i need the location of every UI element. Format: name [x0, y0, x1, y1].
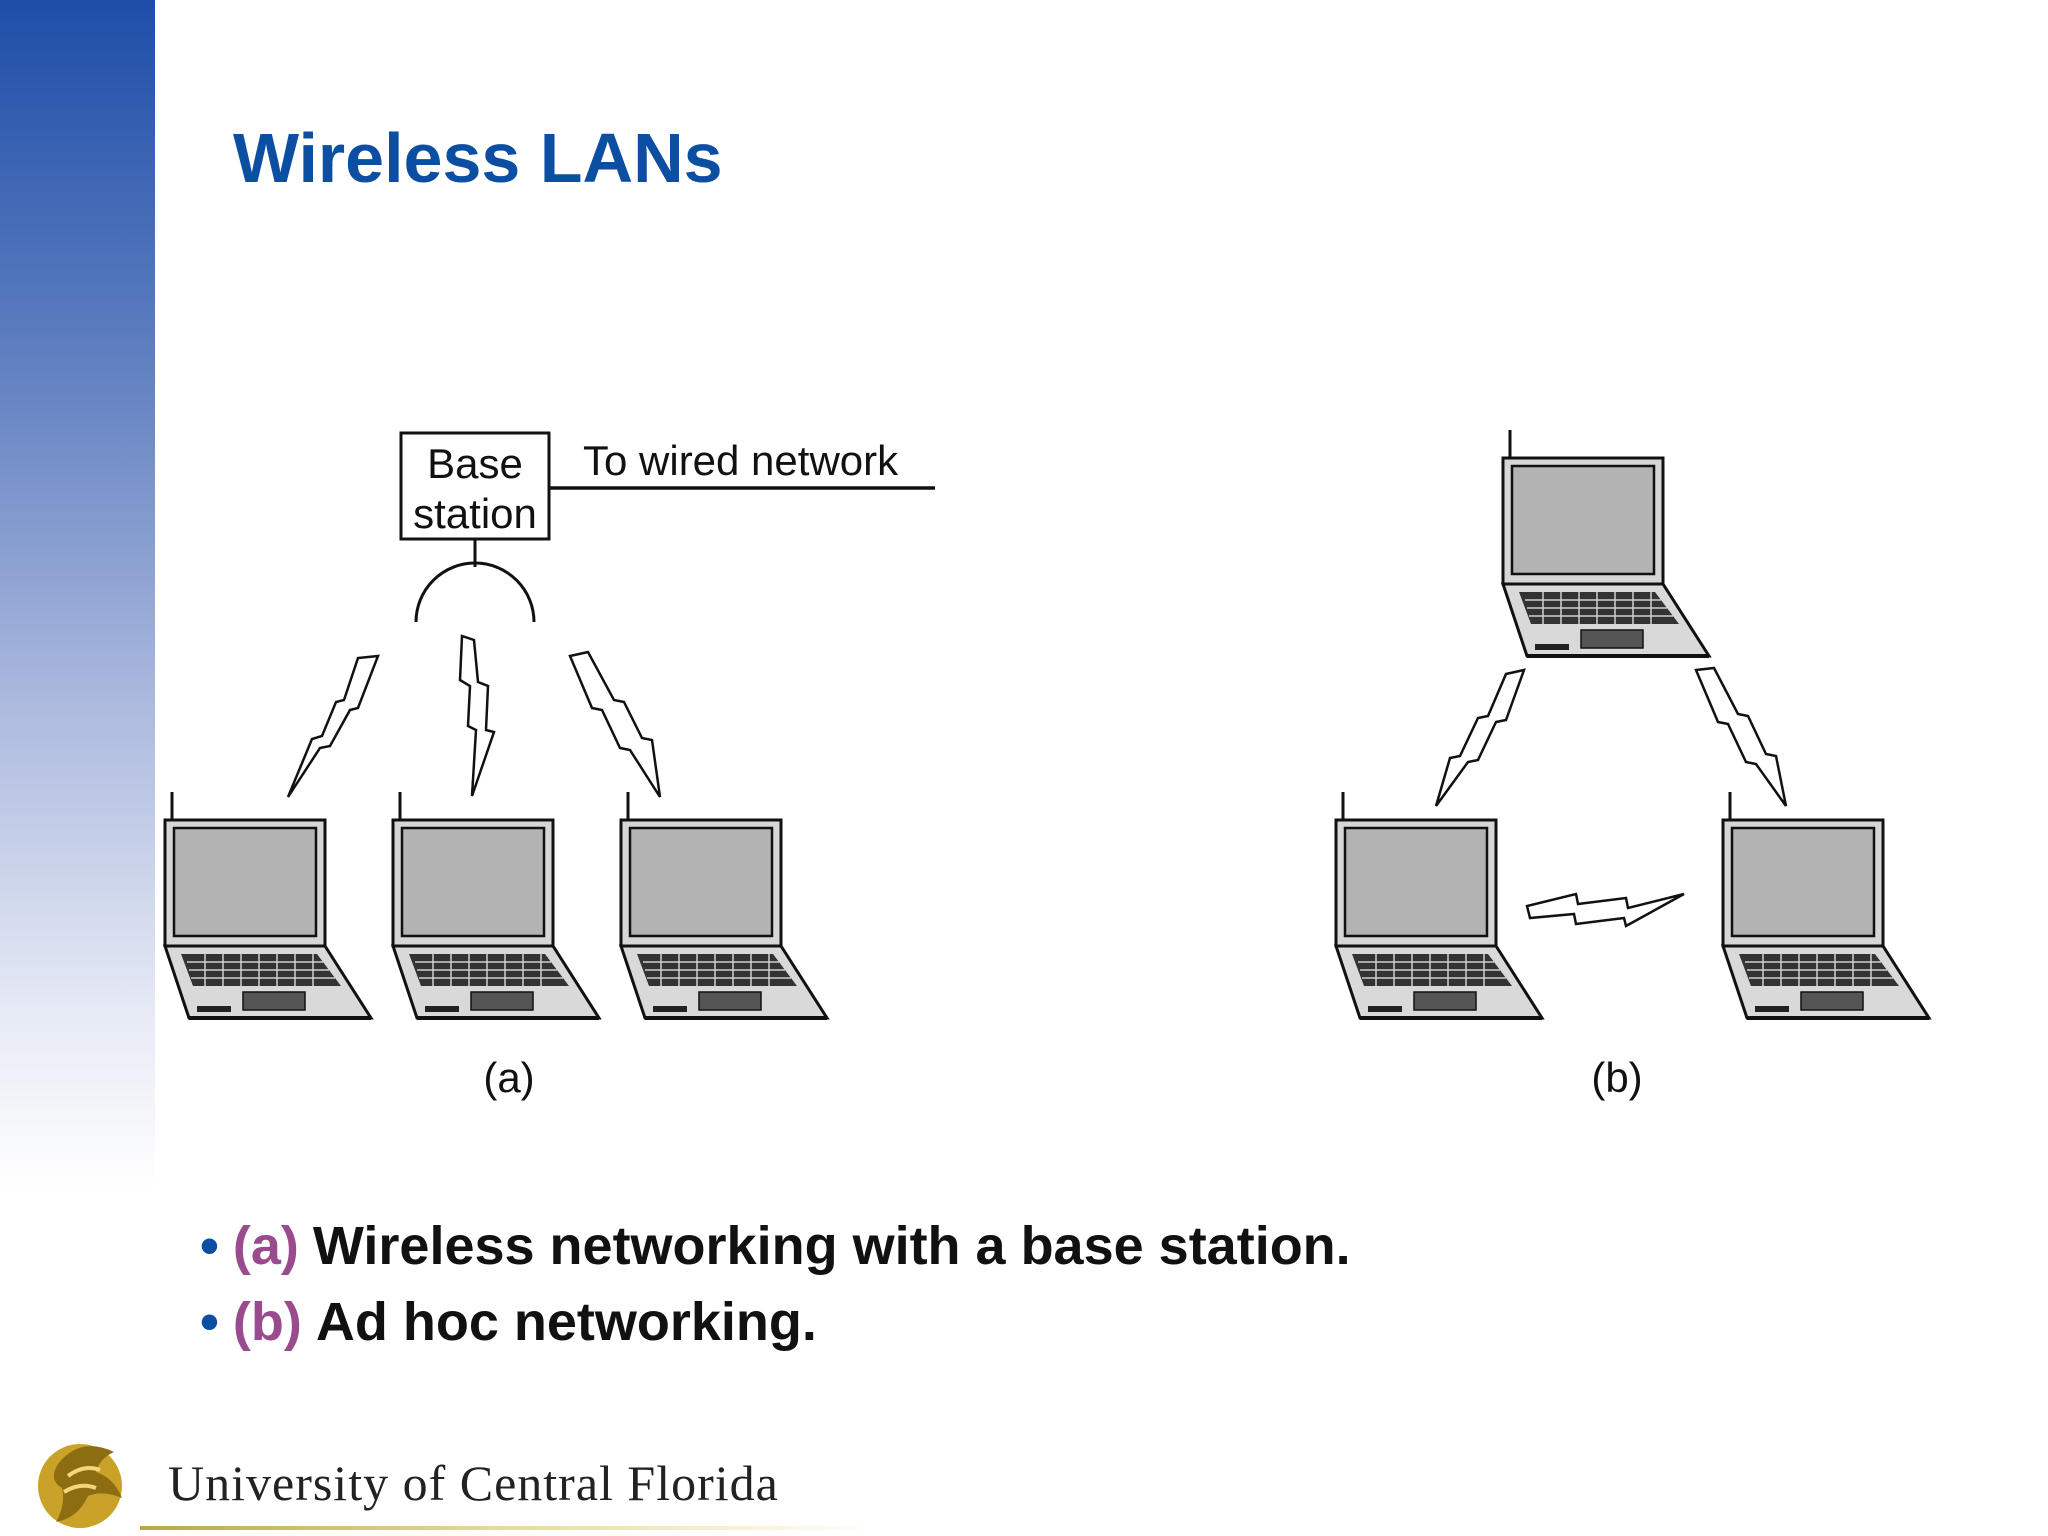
base-station-label-2: station [413, 490, 537, 537]
bullet-tag: (a) [232, 1216, 299, 1276]
wired-network-link: To wired network [549, 437, 935, 490]
bullet-item: •(b)Ad hoc networking. [200, 1284, 1351, 1360]
wired-network-label: To wired network [583, 437, 899, 484]
pegasus-logo-icon [38, 1444, 122, 1528]
lightning-bolt-icon [1525, 892, 1685, 928]
laptop-icon [1501, 428, 1711, 658]
lightning-bolt-icon [1434, 668, 1526, 807]
side-gradient-bar [0, 0, 155, 1190]
footer-divider [140, 1526, 880, 1530]
lightning-bolt-icon [286, 654, 380, 798]
lightning-bolt-icon [568, 650, 662, 798]
laptop-icon [391, 790, 601, 1020]
laptop-icon [1721, 790, 1931, 1020]
laptop-icon [163, 790, 373, 1020]
antenna-dish-icon [414, 561, 536, 623]
bullet-text: Wireless networking with a base station. [312, 1216, 1351, 1276]
lightning-bolt-icon [1694, 666, 1788, 807]
caption-a: (a) [483, 1054, 534, 1101]
institution-name: University of Central Florida [168, 1455, 779, 1511]
base-station-label-1: Base [427, 440, 523, 487]
footer: University of Central Florida [0, 1418, 900, 1536]
bullet-list: •(a)Wireless networking with a base stat… [200, 1208, 1351, 1360]
bullet-dot: • [200, 1216, 219, 1276]
bullet-tag: (b) [232, 1292, 302, 1352]
bullet-text: Ad hoc networking. [315, 1292, 817, 1352]
bullet-dot: • [200, 1292, 219, 1352]
laptop-icon [1334, 790, 1544, 1020]
lightning-bolt-icon [458, 634, 496, 797]
caption-b: (b) [1591, 1054, 1642, 1101]
slide-title: Wireless LANs [233, 119, 723, 197]
laptop-icon [619, 790, 829, 1020]
bullet-item: •(a)Wireless networking with a base stat… [200, 1208, 1351, 1284]
base-station: Base station [399, 431, 551, 623]
